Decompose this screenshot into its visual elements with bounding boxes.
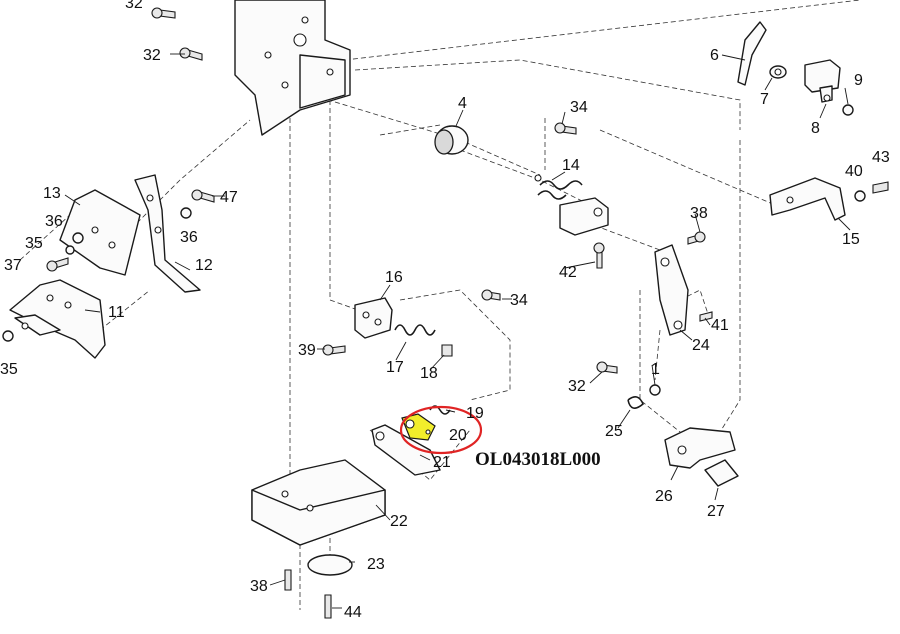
main-frame-bracket — [234, 0, 351, 136]
callout-16: 16 — [385, 269, 403, 286]
callout-13: 13 — [43, 185, 61, 202]
callout-44: 44 — [344, 604, 362, 621]
highlight-ring — [399, 405, 483, 455]
washer-36-left — [72, 232, 84, 244]
screw-39 — [322, 344, 346, 356]
callout-47: 47 — [220, 189, 238, 206]
callout-1: 1 — [651, 361, 660, 378]
assembly-guide-lines — [19, 0, 861, 610]
callout-11: 11 — [108, 304, 125, 321]
part-7-nut — [769, 65, 787, 79]
callout-22: 22 — [390, 513, 408, 530]
part-13-plate — [59, 189, 141, 276]
callout-41: 41 — [711, 317, 729, 334]
callout-32-top: 32 — [125, 0, 143, 12]
part-12-bracket — [134, 174, 201, 293]
screw-32-bottom — [596, 361, 618, 374]
screw-43 — [872, 181, 889, 194]
callout-32-bottom: 32 — [568, 378, 586, 395]
callout-18: 18 — [420, 365, 438, 382]
part-8-block — [804, 59, 841, 103]
screw-top — [151, 7, 176, 19]
washer-35-left — [65, 245, 75, 255]
callout-35-bottom: 35 — [0, 361, 18, 378]
washer-40 — [854, 190, 866, 202]
callout-43: 43 — [872, 149, 890, 166]
part-27-pin — [704, 459, 739, 487]
screw-47 — [191, 189, 215, 203]
callout-15: 15 — [842, 231, 860, 248]
washer-35-bottom — [2, 330, 14, 342]
callout-35-left: 35 — [25, 235, 43, 252]
callout-9: 9 — [854, 72, 863, 89]
callout-17: 17 — [386, 359, 404, 376]
callout-34-mid: 34 — [510, 292, 528, 309]
part-9-washer — [842, 104, 854, 116]
callout-19: 19 — [466, 405, 484, 422]
callout-39: 39 — [298, 342, 316, 359]
callout-24: 24 — [692, 337, 710, 354]
callout-42: 42 — [559, 264, 577, 281]
screw-42 — [593, 242, 605, 269]
callout-14: 14 — [562, 157, 580, 174]
screw-44 — [324, 594, 332, 619]
callout-36-left: 36 — [45, 213, 63, 230]
callout-37: 37 — [4, 257, 22, 274]
callout-34-top: 34 — [570, 99, 588, 116]
callout-4: 4 — [458, 95, 467, 112]
part-16-block — [354, 297, 393, 339]
callout-8: 8 — [811, 120, 820, 137]
callout-labels: 1 4 6 7 8 9 11 12 13 14 15 16 17 18 19 2… — [0, 0, 890, 621]
callout-12: 12 — [195, 257, 213, 274]
screw-18 — [441, 344, 453, 357]
callout-32-left: 32 — [143, 47, 161, 64]
leader-lines — [64, 53, 851, 609]
callout-38-right: 38 — [690, 205, 708, 222]
drawing-code: OL043018L000 — [475, 449, 601, 470]
part-1-ring — [649, 384, 661, 396]
callout-20: 20 — [449, 427, 467, 444]
callout-40: 40 — [845, 163, 863, 180]
part-4-bushing — [434, 125, 469, 155]
part-22-base — [251, 459, 386, 546]
part-14-spring — [534, 174, 583, 200]
screw-41 — [699, 311, 713, 322]
part-11-plate — [9, 279, 106, 359]
part-21-lever — [371, 424, 441, 476]
part-20-highlighted — [399, 405, 483, 455]
callout-38-bottom: 38 — [250, 578, 268, 595]
callout-7: 7 — [760, 91, 769, 108]
part-23-washer — [307, 554, 353, 576]
part-24-link — [654, 244, 689, 336]
callout-27: 27 — [707, 503, 725, 520]
actuator-block — [559, 197, 609, 236]
part-26-clamp — [664, 427, 736, 469]
screw-38-right — [687, 231, 706, 245]
screw-38-bottom — [284, 569, 292, 591]
part-15-bracket — [769, 177, 846, 221]
callout-26: 26 — [655, 488, 673, 505]
callout-6: 6 — [710, 47, 719, 64]
callout-23: 23 — [367, 556, 385, 573]
screw-37 — [46, 257, 69, 272]
screw-32-top — [179, 47, 203, 61]
part-17-spring — [394, 324, 436, 336]
part-6-lever — [737, 21, 767, 86]
screw-34-top — [554, 122, 577, 135]
washer-36-right — [180, 207, 192, 219]
screw-34-mid — [481, 289, 501, 301]
callout-21: 21 — [433, 454, 451, 471]
callout-25: 25 — [605, 423, 623, 440]
callout-36-right: 36 — [180, 229, 198, 246]
part-25-spring — [627, 396, 644, 409]
